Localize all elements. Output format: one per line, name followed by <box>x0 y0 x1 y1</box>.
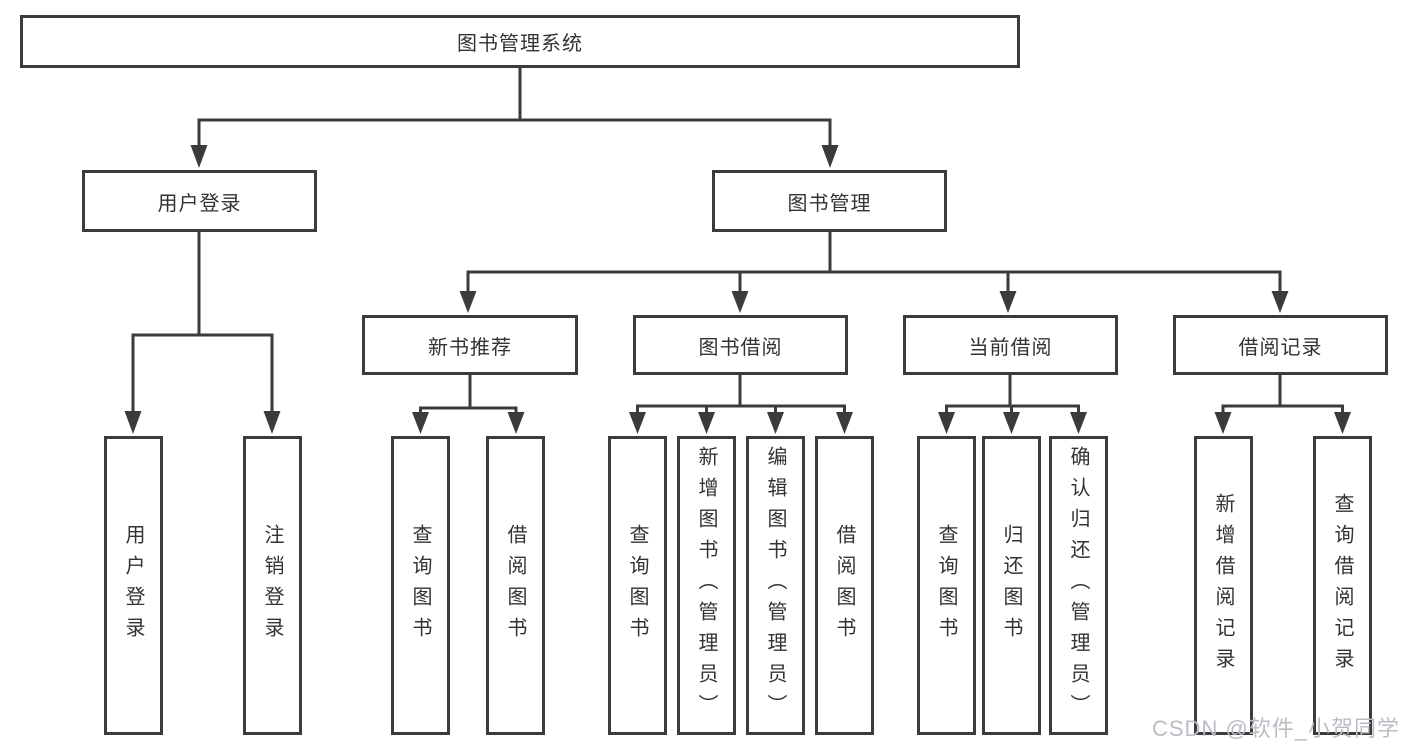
node-label: 查询借阅记录 <box>1331 492 1353 679</box>
node-user-login: 用户登录 <box>82 170 317 232</box>
node-new-book-recommend: 新书推荐 <box>362 315 578 375</box>
leaf-borrow-add-books-admin: 新增图书（管理员） <box>677 436 736 735</box>
node-label: 归还图书 <box>1000 523 1022 648</box>
node-book-borrow: 图书借阅 <box>633 315 848 375</box>
node-label: 借阅记录 <box>1238 336 1323 359</box>
node-library-management-system: 图书管理系统 <box>20 15 1020 68</box>
leaf-record-add-borrow-record: 新增借阅记录 <box>1194 436 1253 735</box>
node-label: 图书管理系统 <box>457 33 583 55</box>
node-label: 借阅图书 <box>504 523 526 648</box>
node-label: 图书借阅 <box>698 336 783 359</box>
node-label: 查询图书 <box>409 523 431 648</box>
leaf-recommend-query-books: 查询图书 <box>391 436 450 735</box>
leaf-borrow-borrow-books: 借阅图书 <box>815 436 874 735</box>
node-current-borrow: 当前借阅 <box>903 315 1118 375</box>
leaf-borrow-edit-books-admin: 编辑图书（管理员） <box>746 436 805 735</box>
watermark: CSDN @软件_小贺同学 <box>1152 716 1401 741</box>
node-label: 确认归还（管理员） <box>1067 446 1089 725</box>
node-book-management: 图书管理 <box>712 170 947 232</box>
node-label: 新增借阅记录 <box>1212 492 1234 679</box>
node-label: 查询图书 <box>626 523 648 648</box>
leaf-current-query-books: 查询图书 <box>917 436 976 735</box>
node-label: 用户登录 <box>157 192 242 215</box>
node-label: 借阅图书 <box>833 523 855 648</box>
node-label: 编辑图书（管理员） <box>764 446 786 725</box>
leaf-recommend-borrow-books: 借阅图书 <box>486 436 545 735</box>
leaf-borrow-query-books: 查询图书 <box>608 436 667 735</box>
node-label: 查询图书 <box>935 523 957 648</box>
node-borrow-record: 借阅记录 <box>1173 315 1388 375</box>
leaf-logout: 注销登录 <box>243 436 302 735</box>
leaf-current-return-books: 归还图书 <box>982 436 1041 735</box>
node-label: 用户登录 <box>122 523 144 648</box>
leaf-record-query-borrow-record: 查询借阅记录 <box>1313 436 1372 735</box>
node-label: 图书管理 <box>787 192 872 215</box>
node-label: 当前借阅 <box>968 336 1053 359</box>
node-label: 新增图书（管理员） <box>695 446 717 725</box>
leaf-user-login: 用户登录 <box>104 436 163 735</box>
node-label: 新书推荐 <box>428 336 512 359</box>
leaf-current-confirm-return-admin: 确认归还（管理员） <box>1049 436 1108 735</box>
node-label: 注销登录 <box>261 523 283 648</box>
